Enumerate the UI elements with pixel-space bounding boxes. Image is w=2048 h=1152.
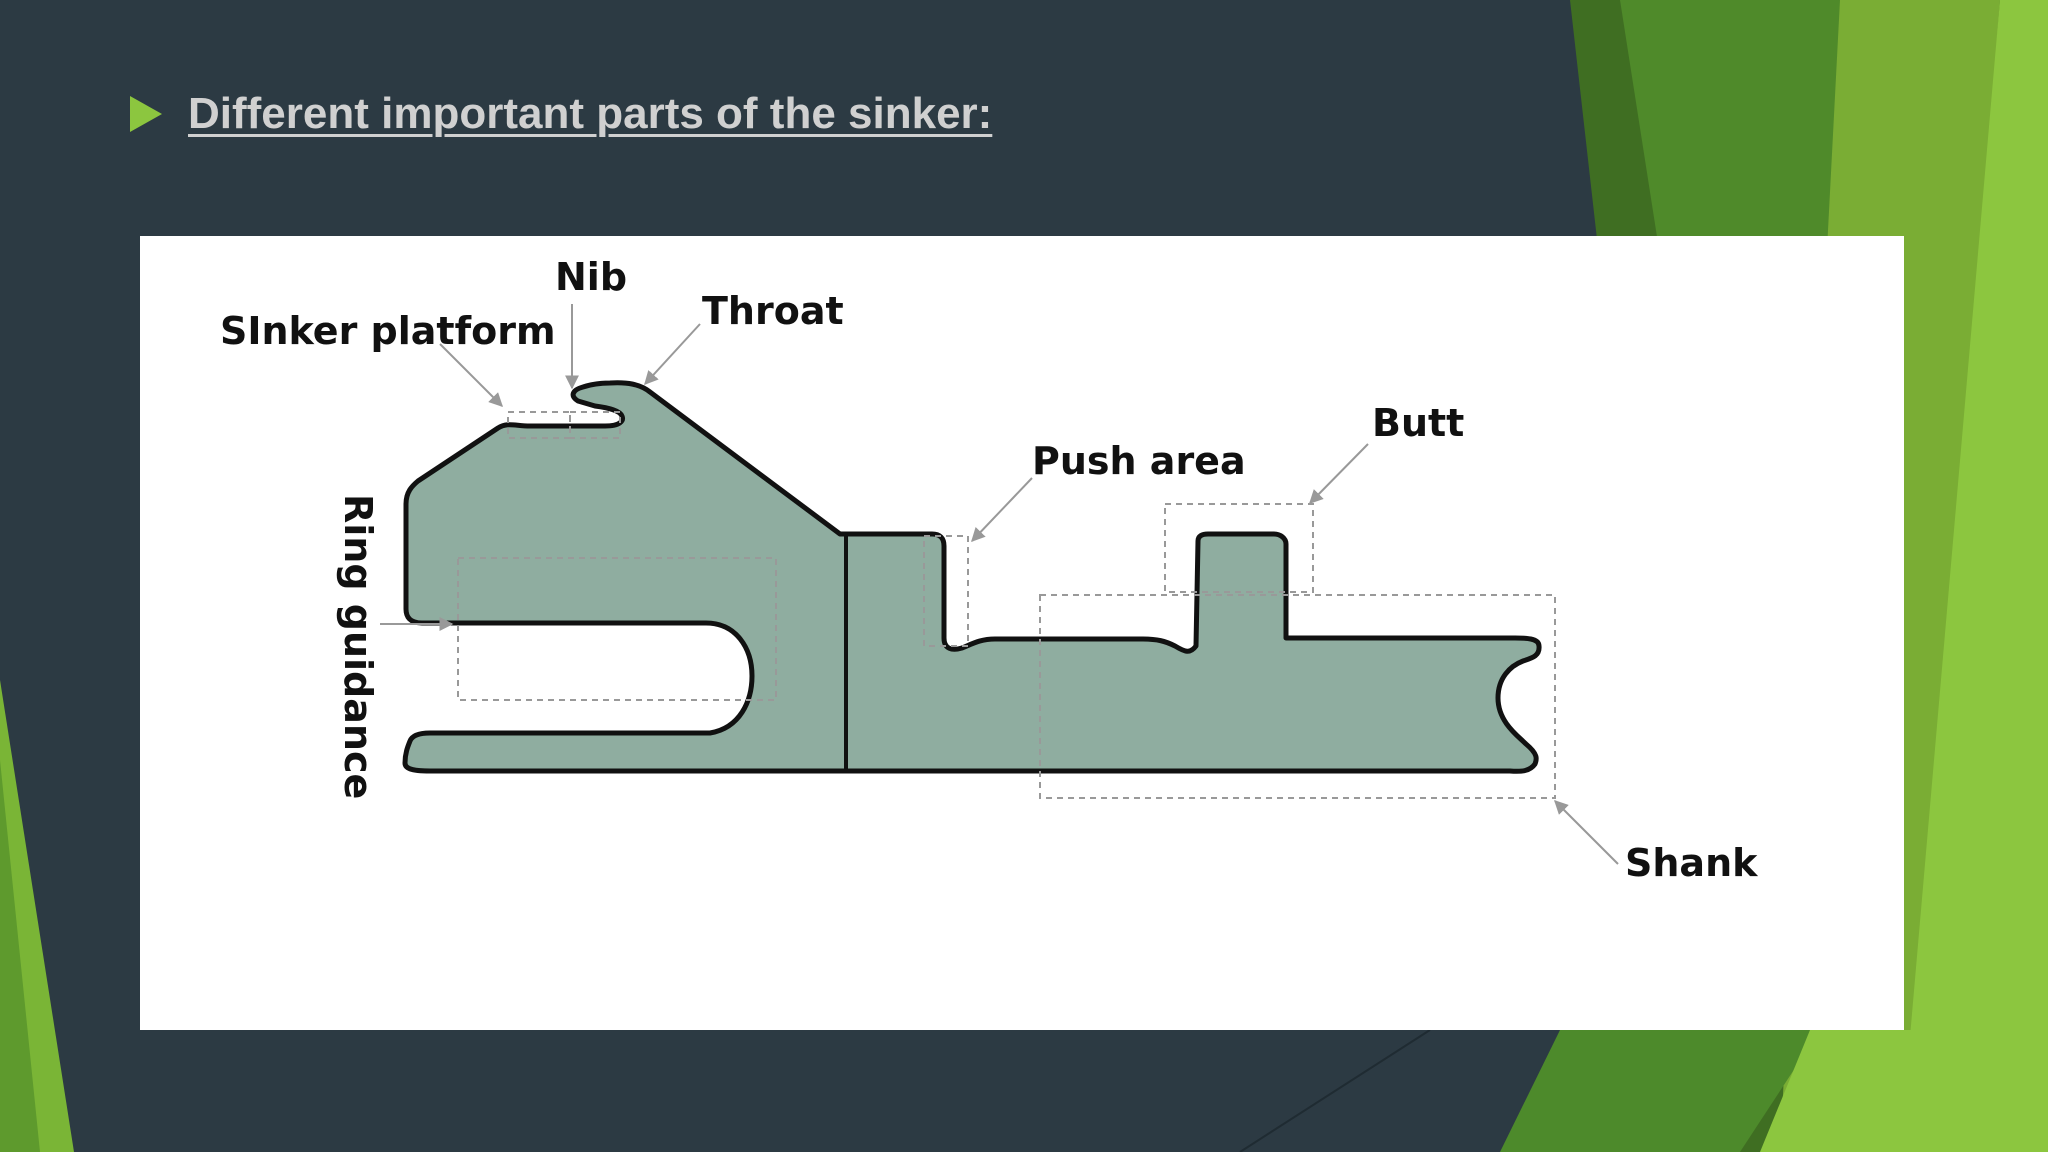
diagram-panel: Nib SInker platform Throat Push area But… bbox=[140, 236, 1904, 1030]
dashed-boxes bbox=[457, 411, 1556, 799]
push-area-leader bbox=[971, 477, 1033, 543]
shank-leader bbox=[1554, 800, 1619, 865]
label-shank: Shank bbox=[1625, 841, 1758, 885]
label-throat: Throat bbox=[702, 289, 844, 333]
butt-leader bbox=[1309, 443, 1369, 504]
throat-leader bbox=[644, 323, 701, 386]
slide-title: Different important parts of the sinker: bbox=[188, 89, 993, 138]
sinker-body bbox=[402, 380, 1542, 774]
throat-box bbox=[569, 411, 621, 439]
label-push-area: Push area bbox=[1032, 439, 1246, 483]
label-ring-guidance: Ring guidance bbox=[336, 494, 380, 799]
bg-shape-bottom-lime bbox=[1760, 1030, 2048, 1152]
triangle-bullet-icon bbox=[130, 96, 162, 132]
ring-guidance-box bbox=[457, 557, 777, 701]
leader-lines bbox=[380, 304, 1619, 865]
bg-thin-line bbox=[1239, 1029, 1431, 1152]
bg-shape-left-dark bbox=[0, 760, 40, 1152]
shank-box bbox=[1039, 594, 1556, 799]
butt-box bbox=[1164, 503, 1314, 593]
push-area-box bbox=[923, 535, 969, 647]
bg-shape-bright-lime bbox=[1900, 0, 2048, 1152]
sinker-diagram: Nib SInker platform Throat Push area But… bbox=[220, 255, 1758, 885]
label-butt: Butt bbox=[1372, 401, 1464, 445]
label-nib: Nib bbox=[555, 255, 627, 299]
sinker-platform-leader bbox=[439, 343, 503, 407]
bg-shape-bottom-green bbox=[1500, 1030, 1820, 1152]
label-sinker-platform: SInker platform bbox=[220, 309, 556, 353]
slide-title-row: Different important parts of the sinker: bbox=[130, 84, 992, 144]
